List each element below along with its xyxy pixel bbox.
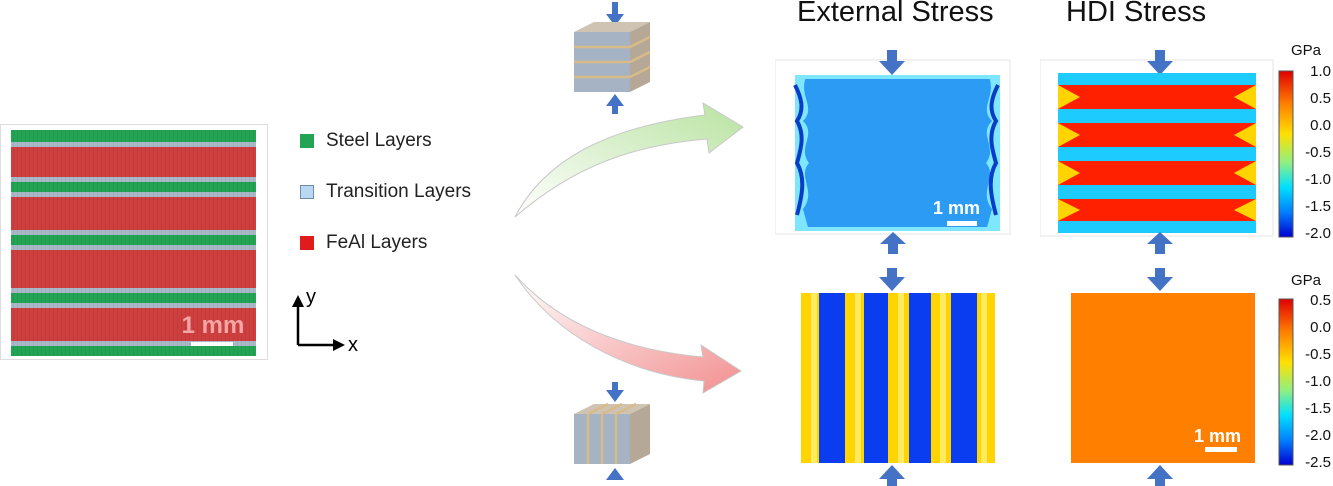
flow-arrows [514,102,744,394]
load-arrow-shaft [1155,50,1165,64]
scale-bar-label-bottom: 1 mm [1194,426,1242,446]
layer-stack [11,130,256,356]
colorbar-tick: -1.0 [1305,373,1331,390]
scale-bar-label-top: 1 mm [933,198,981,218]
load-arrow-up-icon [1147,465,1173,479]
colorbar-tick: -0.5 [1305,346,1331,363]
layered-specimen-svg: 1 mm [11,130,256,356]
texture-overlay [11,130,256,356]
transition-bands [811,293,987,463]
load-arrow-shaft [887,477,897,486]
hdi-stress-horizontal-map [1040,50,1274,237]
load-arrow-up-icon [880,232,906,254]
colorbar-tick: 0.5 [1310,292,1331,309]
load-arrow-up-icon [606,468,624,480]
edge-compression-right [988,84,1000,216]
colorbar-top-unit: GPa [1291,42,1322,59]
scale-bar [947,221,977,226]
x-axis-label: x [348,334,358,356]
cube-side-face [630,404,650,464]
x-arrowhead [333,339,345,351]
load-arrow-up-icon [879,465,905,479]
load-arrow-shaft [1155,477,1165,486]
external-stress-vertical-map [801,268,995,486]
cube-top-face [574,22,650,32]
load-arrow-down-icon [606,14,624,26]
scale-bar [191,342,233,346]
load-arrow-shaft [612,382,618,392]
load-arrow-down-icon [879,277,905,291]
legend-label: Transition Layers [326,181,472,202]
colorbar-top [1278,70,1294,238]
scale-bar [1205,447,1237,452]
stress-field [1071,293,1255,463]
compressive-bands [819,293,977,463]
cube-layer-lines [586,402,637,464]
legend-item-transition: Transition Layers [300,181,471,203]
colorbar-tick: -1.5 [1305,198,1331,215]
load-arrow-shaft [612,2,618,16]
load-arrow-up-icon [1147,232,1173,254]
load-arrow-up-icon [606,94,624,106]
cube-vertical-layers [574,382,650,480]
legend-swatch-transition [300,185,314,199]
load-arrow-shaft [1155,268,1165,280]
load-arrow-down-icon [606,390,624,402]
cube-horizontal-layers [574,2,651,114]
hdi-stress-vertical-map [1071,268,1255,486]
colorbar-tick: 0.5 [1310,90,1331,107]
load-arrow-shaft [612,104,618,114]
edge-compression-left [793,84,805,216]
axis-indicator [292,295,345,351]
colorbar-tick: 0.0 [1310,319,1331,336]
colorbar-tick: 0.0 [1310,117,1331,134]
colorbar-tick: -0.5 [1305,144,1331,161]
load-arrow-down-icon [1147,277,1173,291]
load-arrow-down-icon [1147,61,1173,75]
colorbar-tick: 1.0 [1310,63,1331,80]
legend-item-feal: FeAl Layers [300,232,471,254]
legend-label: FeAl Layers [326,232,428,253]
colorbar-tick: -2.5 [1305,454,1331,471]
upper-curved-arrow [514,102,744,218]
external-stress-horizontal-map [775,50,1011,235]
top-edge [795,75,1000,79]
legend-swatch-steel [300,134,314,148]
y-axis-label: y [306,286,316,308]
lower-curved-arrow [514,274,742,394]
y-arrowhead [292,295,304,307]
colorbar-tick: -2.0 [1305,427,1331,444]
cube-layer-lines [574,35,651,79]
legend-label: Steel Layers [326,130,432,151]
legend-item-steel: Steel Layers [300,130,471,152]
hdi-layer-bands [1058,73,1256,233]
colorbar-tick: -1.0 [1305,171,1331,188]
colorbar-tick: -1.5 [1305,400,1331,417]
load-arrow-down-icon [879,61,905,75]
bottom-edge [795,227,1000,231]
hdi-edge-highlights [1058,85,1256,221]
layered-specimen-image: 1 mm [0,124,268,360]
load-arrow-shaft [887,268,897,280]
scale-bar-label: 1 mm [182,312,245,339]
colorbar-bottom [1278,298,1294,466]
legend-swatch-feal [300,236,314,250]
load-arrow-shaft [887,50,897,64]
stress-field [795,75,1000,231]
colorbar-tick: -2.0 [1305,225,1331,242]
colorbar-bottom-unit: GPa [1291,272,1322,289]
legend: Steel Layers Transition Layers FeAl Laye… [300,130,471,254]
title-hdi-stress: HDI Stress [1066,0,1207,28]
title-external-stress: External Stress [797,0,994,28]
